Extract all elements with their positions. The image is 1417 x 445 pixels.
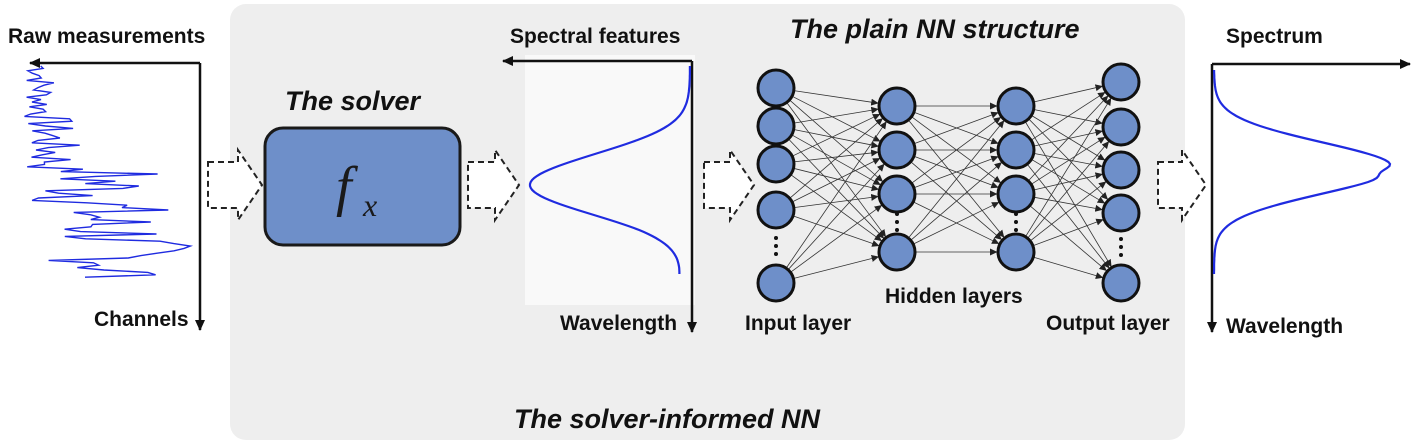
nn-node-input — [756, 68, 796, 108]
nn-connection — [785, 121, 887, 269]
nn-connection — [1029, 181, 1107, 242]
nn-input-layer-label: Input layer — [745, 312, 851, 335]
nn-node-output — [1101, 150, 1141, 190]
solver-title: The solver — [285, 86, 422, 116]
nn-connection — [1031, 115, 1106, 161]
nn-connection — [1027, 141, 1110, 239]
nn-node-hidden1 — [877, 232, 917, 272]
nn-node-hidden1 — [877, 86, 917, 126]
nn-connection — [1033, 84, 1103, 103]
nn-connection — [790, 204, 883, 273]
nn-connection — [792, 215, 880, 247]
flow-arrow-2 — [467, 146, 521, 224]
nn-ellipsis-dot — [1119, 245, 1123, 249]
features-wavelength-label: Wavelength — [560, 312, 677, 335]
nn-output-layer-label: Output layer — [1046, 312, 1170, 335]
nn-ellipsis-dot — [1119, 237, 1123, 241]
nn-ellipsis-dot — [774, 244, 778, 248]
nn-connection — [910, 161, 1002, 240]
nn-connection — [1030, 91, 1106, 141]
nn-ellipsis-dot — [895, 220, 899, 224]
flow-arrow-3 — [703, 146, 756, 224]
nn-connection — [791, 95, 881, 142]
nn-node-hidden2 — [996, 174, 1036, 214]
nn-connection — [1028, 118, 1109, 200]
nn-node-input — [756, 190, 796, 230]
nn-connection — [1033, 256, 1104, 279]
nn-ellipsis-dot — [1014, 228, 1018, 232]
spectrum-title: Spectrum — [1226, 25, 1323, 48]
solver-function-subscript: x — [362, 187, 377, 223]
nn-nodes — [756, 62, 1141, 303]
nn-node-hidden2 — [996, 86, 1036, 126]
nn-ellipsis-dot — [1014, 220, 1018, 224]
solver-informed-panel — [230, 4, 1185, 440]
nn-node-output — [1101, 107, 1141, 147]
nn-connection — [787, 163, 885, 270]
features-plot-background — [525, 55, 695, 305]
nn-connection — [789, 118, 883, 199]
nn-node-input — [756, 106, 796, 146]
solver-informed-nn-title: The solver-informed NN — [514, 404, 821, 434]
spectrum-wavelength-label: Wavelength — [1226, 315, 1343, 338]
nn-ellipsis-dot — [774, 236, 778, 240]
nn-connection — [913, 201, 1000, 245]
nn-connection — [791, 134, 881, 186]
nn-connection — [793, 193, 879, 208]
nn-ellipsis-dot — [774, 252, 778, 256]
nn-connections — [785, 84, 1112, 279]
nn-connection — [788, 138, 885, 239]
raw-measurements-title: Raw measurements — [8, 25, 205, 48]
nn-connection — [789, 99, 884, 182]
nn-connection — [1024, 121, 1112, 268]
nn-node-output — [1101, 62, 1141, 102]
flow-arrow-4 — [1157, 146, 1208, 224]
nn-node-input — [756, 263, 796, 303]
flow-arrow-1 — [207, 146, 264, 224]
nn-connection — [911, 116, 1002, 184]
raw-channels-label: Channels — [94, 308, 189, 331]
nn-node-hidden2 — [996, 232, 1036, 272]
nn-connection — [1028, 95, 1109, 182]
nn-ellipsis-dots — [774, 212, 1123, 257]
nn-node-input — [756, 144, 796, 184]
nn-connection — [793, 106, 879, 124]
raw-measurements-signal — [24, 65, 194, 278]
nn-connection — [1025, 97, 1112, 237]
nn-connection — [1026, 163, 1110, 269]
nn-ellipsis-dot — [1119, 253, 1123, 257]
nn-node-hidden1 — [877, 130, 917, 170]
nn-node-hidden2 — [996, 130, 1036, 170]
nn-connection — [790, 174, 883, 242]
nn-connection — [793, 129, 879, 149]
nn-connection — [908, 120, 1005, 239]
solver-box — [263, 126, 462, 247]
nn-connection — [913, 111, 999, 145]
nn-node-output — [1101, 263, 1141, 303]
spectral-features-title: Spectral features — [510, 25, 680, 48]
nn-connection — [1029, 205, 1107, 272]
spectrum-curve — [1212, 70, 1392, 274]
spectral-features-curve — [528, 66, 692, 274]
nn-connection — [1031, 158, 1106, 204]
nn-connection — [792, 113, 881, 157]
nn-connection — [793, 255, 880, 279]
nn-connection — [910, 162, 1002, 241]
nn-connection — [1033, 196, 1103, 212]
nn-connection — [791, 158, 881, 203]
nn-connection — [1032, 218, 1104, 247]
nn-connection — [1033, 153, 1103, 169]
nn-ellipsis-dot — [895, 228, 899, 232]
nn-connection — [1030, 136, 1106, 185]
nn-structure-title: The plain NN structure — [790, 14, 1080, 44]
nn-node-hidden1 — [877, 174, 917, 214]
nn-node-output — [1101, 193, 1141, 233]
nn-connection — [1033, 172, 1103, 191]
nn-hidden-layers-label: Hidden layers — [885, 285, 1023, 308]
nn-connection — [913, 155, 999, 189]
nn-connection — [793, 90, 879, 106]
